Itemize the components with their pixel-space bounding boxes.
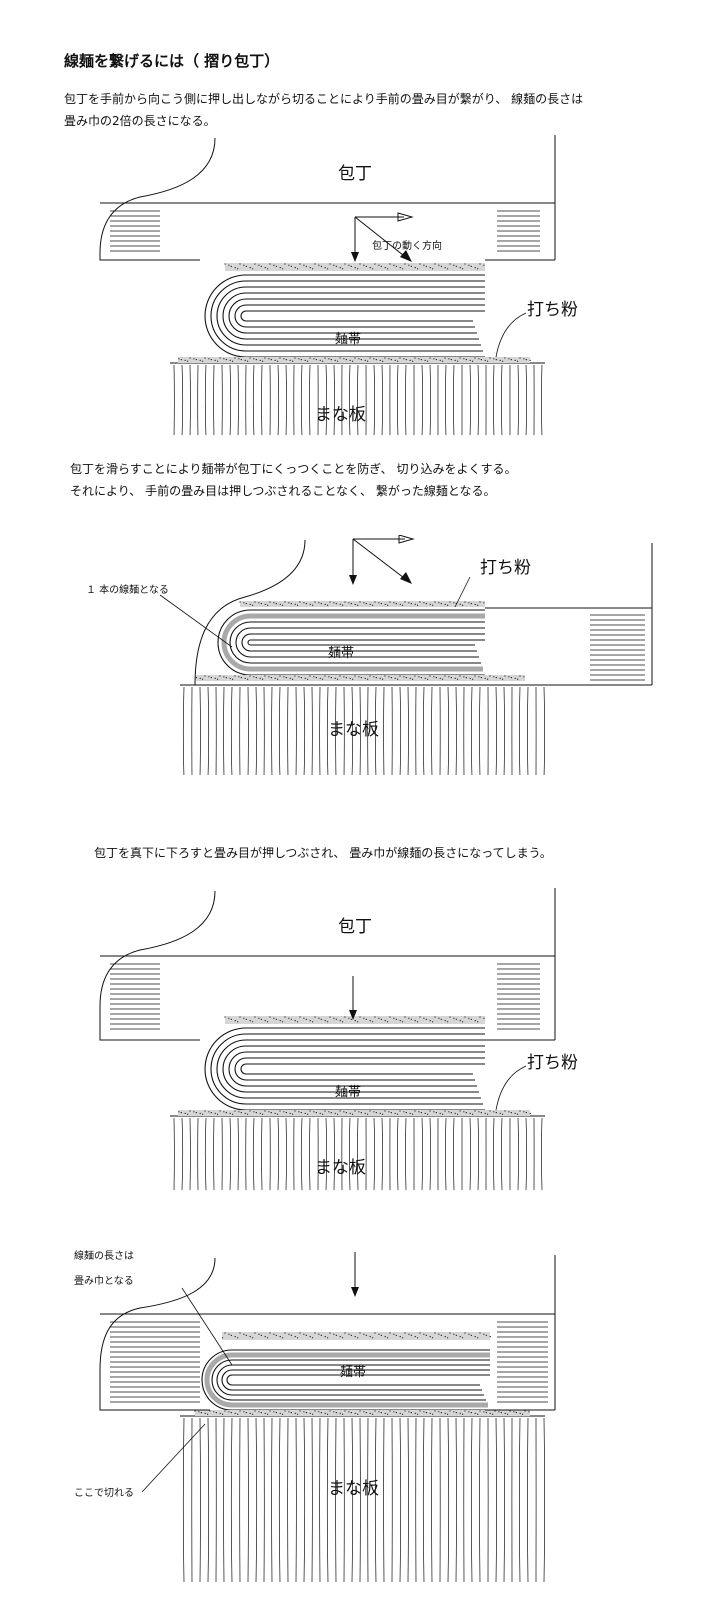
diagram-sliding: 打ち粉 １ 本の線麺となる 麺帯 まな板 xyxy=(86,535,653,775)
direction-arrows xyxy=(349,535,415,585)
one-noodle-label: １ 本の線麺となる xyxy=(86,583,169,596)
board-label: まな板 xyxy=(315,1158,366,1178)
dough-loops xyxy=(178,1016,531,1116)
dough-label: 麺帯 xyxy=(328,646,354,661)
slide-text: 包丁を滑らすことにより麺帯が包丁にくっつくことを防ぎ、 切り込みをよくする。 そ… xyxy=(70,458,517,502)
knife-outline xyxy=(194,539,653,686)
board-label: まな板 xyxy=(328,1479,379,1499)
diagram-push-cut: 包丁 包丁の動く方向 麺帯 まな板 打ち粉 xyxy=(99,135,578,435)
knife-hatch xyxy=(110,1321,548,1403)
knife-hatch xyxy=(110,963,540,1030)
direction-arrows xyxy=(351,1252,359,1297)
direction-arrows xyxy=(349,976,357,1020)
board-lines xyxy=(170,1115,545,1191)
knife-hatch xyxy=(590,614,645,681)
knife-label: 包丁 xyxy=(338,917,372,937)
intro-text: 包丁を手前から向こう側に押し出しながら切ることにより手前の畳み目が繋がり、 線麺… xyxy=(64,88,583,132)
slide-line-2: それにより、 手前の畳み目は押しつぶされることなく、 繋がった線麺となる。 xyxy=(70,484,496,498)
flour-label: 打ち粉 xyxy=(527,300,578,320)
knife-label: 包丁 xyxy=(338,164,372,184)
length-label-1: 線麺の長さは xyxy=(74,1249,134,1262)
board-lines xyxy=(180,1415,545,1583)
dough-loops xyxy=(178,263,531,363)
dough-label: 麺帯 xyxy=(335,332,361,347)
flour-label: 打ち粉 xyxy=(480,558,531,578)
board-label: まな板 xyxy=(328,720,379,740)
intro-line-2: 畳み巾の2倍の長さになる。 xyxy=(64,114,216,128)
length-leader xyxy=(181,1287,233,1366)
dough-label: 麺帯 xyxy=(335,1085,361,1100)
vertical-cut-text: 包丁を真下に下ろすと畳み目が押しつぶされ、 畳み巾が線麺の長さになってしまう。 xyxy=(94,842,552,864)
dough-loops xyxy=(195,601,525,681)
cut-here-leader xyxy=(141,1423,206,1493)
vertical-line-1: 包丁を真下に下ろすと畳み目が押しつぶされ、 畳み巾が線麺の長さになってしまう。 xyxy=(94,846,552,860)
board-lines xyxy=(170,362,545,435)
diagram-crushed: 線麺の長さは 畳み巾となる 麺帯 まな板 ここで切れる xyxy=(74,1249,556,1583)
knife-outline xyxy=(99,135,556,261)
page-title: 線麺を繋げるには（ 摺り包丁） xyxy=(64,52,280,70)
flour-leader xyxy=(454,576,471,608)
length-label-2: 畳み巾となる xyxy=(74,1274,134,1287)
direction-label: 包丁の動く方向 xyxy=(372,239,442,252)
slide-line-1: 包丁を滑らすことにより麺帯が包丁にくっつくことを防ぎ、 切り込みをよくする。 xyxy=(70,462,517,476)
direction-arrows xyxy=(351,212,414,262)
flour-leader xyxy=(495,312,527,358)
board-label: まな板 xyxy=(315,405,366,425)
knife-outline xyxy=(99,1255,556,1411)
knife-hatch xyxy=(110,210,540,252)
one-noodle-leader xyxy=(159,594,233,648)
knife-outline xyxy=(99,888,556,1041)
board-lines xyxy=(180,684,545,775)
flour-leader xyxy=(495,1065,527,1111)
dough-label: 麺帯 xyxy=(340,1365,366,1380)
cut-here-label: ここで切れる xyxy=(74,1487,134,1499)
diagram-vertical-cut: 包丁 麺帯 まな板 打ち粉 xyxy=(99,888,578,1191)
intro-line-1: 包丁を手前から向こう側に押し出しながら切ることにより手前の畳み目が繋がり、 線麺… xyxy=(64,92,584,106)
dough-loops xyxy=(194,1332,530,1416)
flour-label: 打ち粉 xyxy=(527,1053,578,1073)
